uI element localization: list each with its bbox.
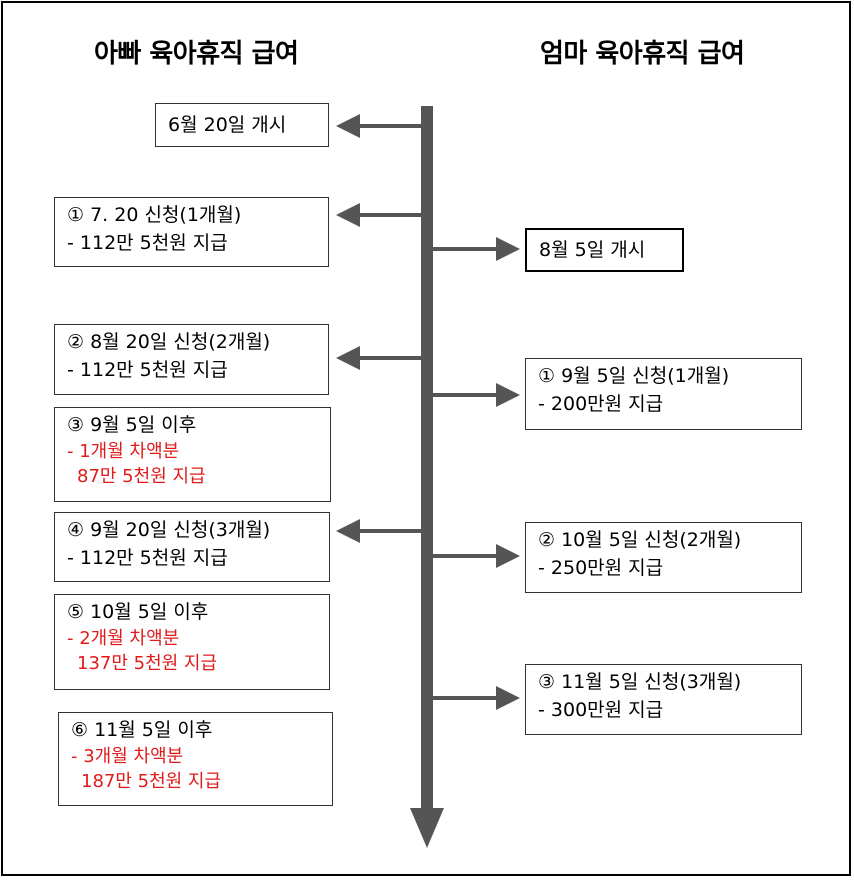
dad-item-2: ② 8월 20일 신청(2개월) - 112만 5천원 지급	[54, 324, 329, 395]
mom-item-3-line: - 300만원 지급	[538, 699, 664, 721]
dad-item-5-red2: 137만 5천원 지급	[77, 653, 218, 674]
mom-item-3: ③ 11월 5일 신청(3개월) - 300만원 지급	[525, 664, 802, 735]
mom-start-label: 8월 5일 개시	[539, 239, 646, 261]
dad-item-1: ① 7. 20 신청(1개월) - 112만 5천원 지급	[54, 197, 329, 267]
mom-item-1: ① 9월 5일 신청(1개월) - 200만원 지급	[525, 358, 802, 430]
dad-item-6: ⑥ 11월 5일 이후 - 3개월 차액분 187만 5천원 지급	[58, 712, 333, 806]
dad-start-box: 6월 20일 개시	[155, 103, 329, 147]
timeline-axis	[421, 106, 433, 818]
dad-item-1-line: - 112만 5천원 지급	[67, 232, 228, 254]
dad-item-4-line: - 112만 5천원 지급	[67, 547, 228, 569]
dad-item-3-title: ③ 9월 5일 이후	[67, 414, 197, 436]
dad-item-1-title: ① 7. 20 신청(1개월)	[67, 204, 242, 226]
dad-item-2-line: - 112만 5천원 지급	[67, 359, 228, 381]
mom-heading: 엄마 육아휴직 급여	[540, 39, 745, 69]
dad-item-6-title: ⑥ 11월 5일 이후	[71, 719, 213, 741]
mom-start-box: 8월 5일 개시	[525, 228, 684, 272]
mom-item-2: ② 10월 5일 신청(2개월) - 250만원 지급	[525, 522, 802, 593]
dad-heading: 아빠 육아휴직 급여	[94, 39, 299, 69]
dad-item-5-red1: - 2개월 차액분	[67, 628, 180, 649]
dad-item-6-red1: - 3개월 차액분	[71, 746, 184, 767]
dad-item-5-title: ⑤ 10월 5일 이후	[67, 601, 209, 623]
timeline-arrowhead	[410, 808, 444, 848]
dad-item-6-red2: 187만 5천원 지급	[81, 771, 222, 792]
dad-item-2-title: ② 8월 20일 신청(2개월)	[67, 331, 271, 353]
mom-item-2-title: ② 10월 5일 신청(2개월)	[538, 529, 742, 551]
dad-item-5: ⑤ 10월 5일 이후 - 2개월 차액분 137만 5천원 지급	[54, 594, 330, 690]
dad-item-3-red2: 87만 5천원 지급	[77, 466, 206, 487]
dad-item-4: ④ 9월 20일 신청(3개월) - 112만 5천원 지급	[54, 512, 330, 582]
dad-item-3-red1: - 1개월 차액분	[67, 441, 180, 462]
mom-item-2-line: - 250만원 지급	[538, 557, 664, 579]
dad-item-4-title: ④ 9월 20일 신청(3개월)	[67, 519, 271, 541]
mom-item-3-title: ③ 11월 5일 신청(3개월)	[538, 671, 742, 693]
dad-start-label: 6월 20일 개시	[168, 114, 287, 136]
mom-item-1-line: - 200만원 지급	[538, 393, 664, 415]
dad-item-3: ③ 9월 5일 이후 - 1개월 차액분 87만 5천원 지급	[54, 407, 331, 502]
mom-item-1-title: ① 9월 5일 신청(1개월)	[538, 365, 730, 387]
